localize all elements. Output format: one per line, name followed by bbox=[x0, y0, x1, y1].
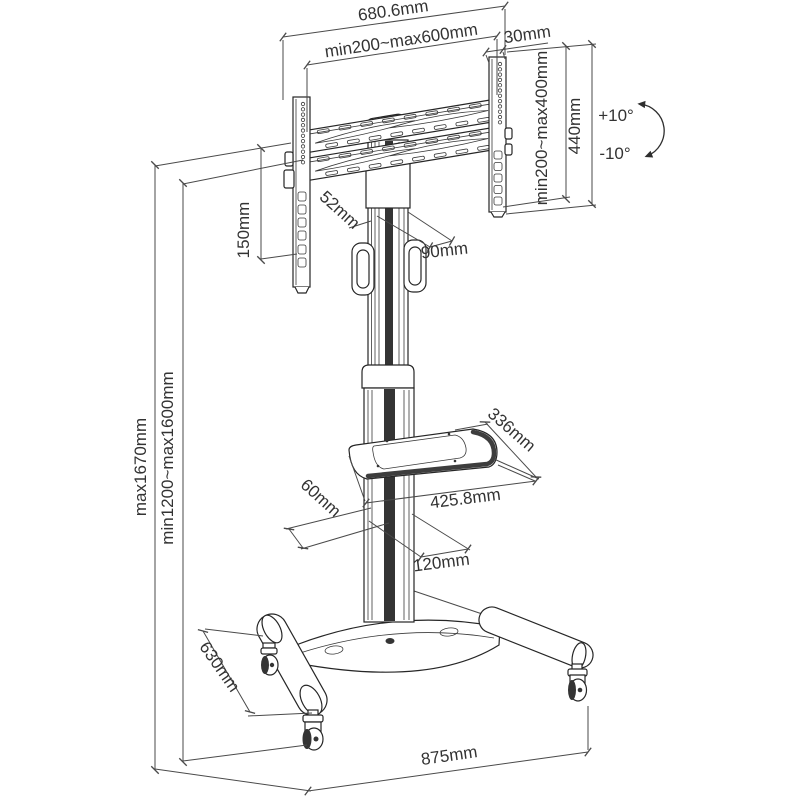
tilt-annotation: +10° -10° bbox=[598, 100, 665, 163]
dim-column-side-depth-label: 60mm bbox=[297, 475, 345, 521]
dim-column-head-depth: 90mm bbox=[376, 211, 469, 263]
column-upper-channel bbox=[385, 141, 393, 379]
column-lower-channel bbox=[384, 389, 395, 621]
base-assembly bbox=[256, 590, 594, 751]
bracket-latch-left-upper bbox=[284, 151, 294, 167]
base-plate-bolt bbox=[385, 638, 395, 644]
dim-overall-height-label: max1670mm bbox=[131, 418, 150, 516]
column-collar bbox=[361, 364, 415, 389]
dim-shelf-width-label: 425.8mm bbox=[429, 485, 502, 512]
leg-left-back-cap bbox=[261, 614, 283, 644]
caster-right bbox=[567, 663, 588, 702]
dim-upper-column-width: 52mm bbox=[316, 187, 372, 233]
dim-leg-length-label: 630mm bbox=[195, 638, 243, 695]
bracket-hook-right-upper bbox=[504, 127, 513, 140]
dim-bracket-lower-label: 150mm bbox=[234, 202, 253, 259]
dim-lower-column-width-label: 120mm bbox=[412, 550, 471, 576]
dim-bracket-height-label: 440mm bbox=[565, 98, 584, 155]
dim-base-width-label: 875mm bbox=[420, 742, 479, 769]
dim-upper-column-width-label: 52mm bbox=[316, 187, 364, 233]
base-plate-slot-left bbox=[324, 645, 344, 655]
shelf-recess bbox=[372, 434, 467, 470]
dim-overall-height: max1670mm bbox=[131, 142, 312, 792]
bracket-latch-left-lower bbox=[283, 169, 295, 189]
bracket-hook-right-lower bbox=[504, 143, 513, 156]
leg-right bbox=[478, 606, 594, 669]
dim-height-range: min1200~max1600mm bbox=[158, 159, 308, 767]
caster-back-left bbox=[260, 642, 279, 676]
dim-column-head-depth-label: 90mm bbox=[420, 239, 469, 263]
dim-vesa-height: min200~max400mm bbox=[502, 41, 597, 215]
caster-front-left bbox=[302, 709, 324, 751]
base-plate-edge-line bbox=[299, 632, 495, 654]
dim-bracket-height: 440mm bbox=[565, 39, 597, 209]
dim-height-range-label: min1200~max1600mm bbox=[158, 371, 177, 544]
base-plate-slot-right bbox=[439, 627, 459, 637]
handle-left bbox=[351, 242, 375, 296]
handle-right bbox=[403, 239, 427, 293]
tilt-down-label: -10° bbox=[599, 144, 630, 163]
vesa-bracket-left bbox=[283, 96, 311, 294]
column-assembly bbox=[351, 139, 427, 623]
tilt-up-label: +10° bbox=[598, 106, 634, 125]
dim-vesa-width-label: min200~max600mm bbox=[323, 20, 479, 62]
dim-bracket-lower: 150mm bbox=[234, 143, 298, 265]
tilt-arrow-icon bbox=[637, 100, 665, 158]
base-plate bbox=[295, 619, 501, 673]
dim-vesa-height-label: min200~max400mm bbox=[532, 51, 551, 206]
dim-base-width: 875mm bbox=[304, 706, 592, 796]
vesa-bracket-right bbox=[488, 56, 513, 218]
tv-mount-assembly bbox=[283, 56, 513, 294]
